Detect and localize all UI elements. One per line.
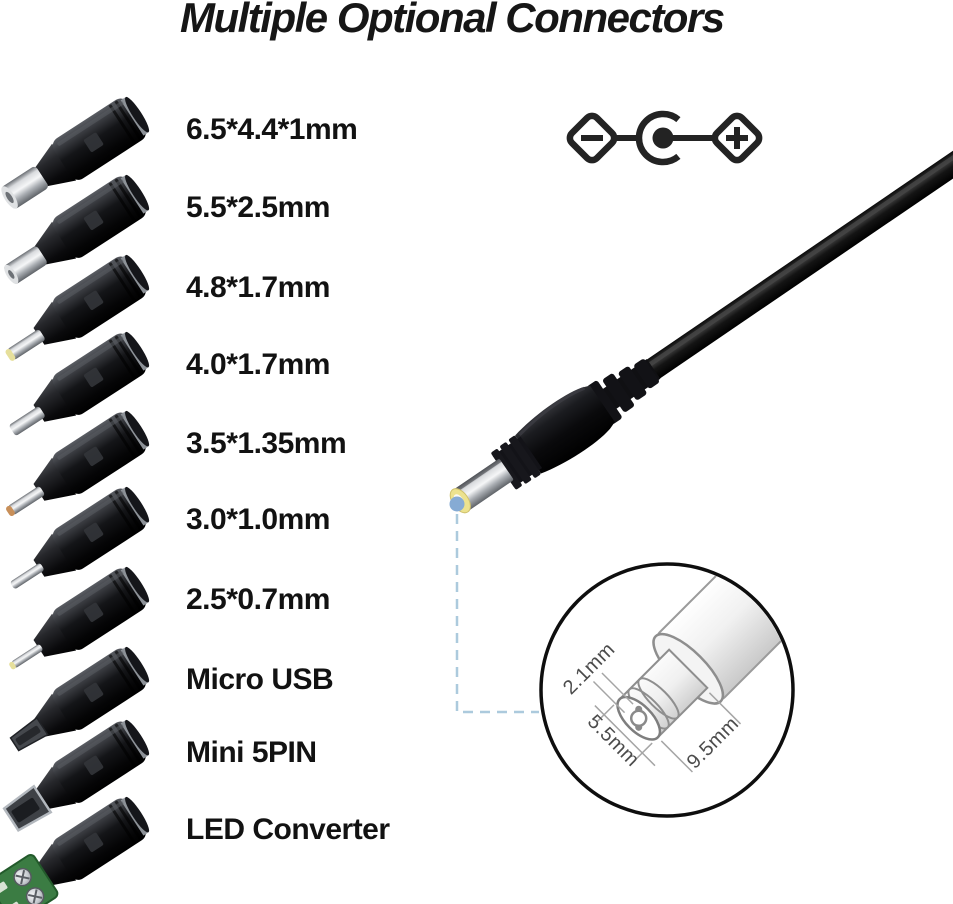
connector-label: 5.5*2.5mm: [186, 191, 330, 224]
dc-plug-cable-photo: [449, 142, 953, 514]
connector-label: 3.0*1.0mm: [186, 503, 330, 536]
connector-photo: [4, 170, 154, 284]
callout-dot: [449, 496, 465, 512]
polarity-icon: [566, 110, 763, 166]
callout-dashed-line: [455, 514, 539, 714]
connector-label: 2.5*0.7mm: [186, 583, 330, 616]
connector-label: Mini 5PIN: [186, 736, 317, 769]
connector-photo: [1, 92, 154, 209]
connector-label: 4.8*1.7mm: [186, 271, 330, 304]
connector-label: 6.5*4.4*1mm: [186, 113, 358, 146]
connector-label: 4.0*1.7mm: [186, 348, 330, 381]
connector-label: LED Converter: [186, 813, 390, 846]
connector-photo: [9, 642, 154, 752]
connector-photo: [6, 406, 154, 517]
connector-photo: [2, 715, 154, 832]
page-title: Multiple Optional Connectors: [180, 0, 725, 41]
magnifier-detail: 2.1mm 5.5mm 9.5mm: [539, 562, 795, 818]
connector-label: 3.5*1.35mm: [186, 427, 347, 460]
connector-photo: [0, 792, 154, 904]
connector-photo: [9, 327, 154, 436]
connector-label: Micro USB: [186, 663, 334, 696]
connector-photo: [10, 482, 154, 589]
connector-photo: [9, 562, 154, 670]
plus-icon: [726, 127, 748, 149]
connector-photo: [5, 250, 154, 361]
